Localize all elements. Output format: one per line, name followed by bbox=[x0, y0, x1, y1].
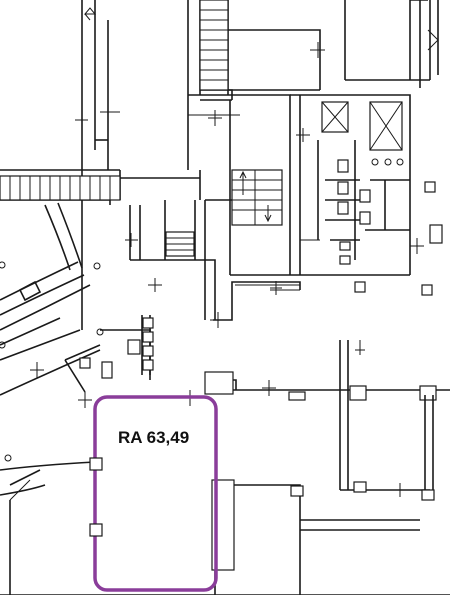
south-east-rooms bbox=[204, 340, 450, 595]
central-fixture-column bbox=[141, 315, 154, 375]
west-hatched-wall bbox=[0, 175, 121, 201]
north-stair-column bbox=[199, 0, 229, 91]
west-curved-wing bbox=[0, 202, 160, 462]
south-west-rooms bbox=[0, 461, 450, 595]
central-stair-core bbox=[160, 94, 301, 321]
door-ticks bbox=[30, 42, 424, 497]
room-area-label: RA 63,49 bbox=[118, 428, 190, 447]
north-east-rooms bbox=[228, 0, 439, 91]
north-corridor-walls bbox=[0, 0, 320, 330]
sanitary-block bbox=[290, 94, 443, 296]
highlighted-room-outline[interactable] bbox=[93, 395, 218, 592]
room-door-marker-upper bbox=[89, 457, 103, 471]
room-door-marker-lower bbox=[89, 523, 103, 537]
